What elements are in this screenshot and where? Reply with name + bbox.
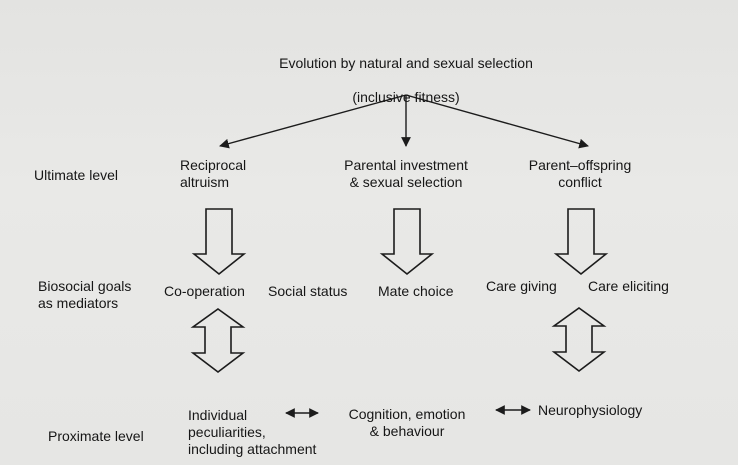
hollow-arrow-down-reciprocal (191, 208, 247, 276)
goal-cooperation: Co-operation (164, 283, 245, 299)
node-reciprocal-altruism: Reciprocal altruism (180, 157, 247, 190)
goal-mate-choice: Mate choice (378, 283, 454, 299)
branch-arrows (219, 94, 589, 149)
level-label-ultimate: Ultimate level (34, 167, 119, 183)
goal-care-giving: Care giving (486, 278, 557, 294)
hollow-arrow-down-conflict (553, 208, 609, 276)
hollow-double-arrow-cooperation (190, 308, 246, 374)
top-node-subtitle: (inclusive fitness) (352, 89, 460, 105)
top-node-title: Evolution by natural and sexual selectio… (279, 55, 533, 71)
node-cognition-emotion: Cognition, emotion & behaviour (348, 406, 466, 439)
goal-care-eliciting: Care eliciting (588, 278, 669, 294)
node-parent-offspring-conflict: Parent–offspring conflict (528, 157, 632, 190)
hollow-double-arrow-care (551, 307, 607, 373)
branch-arrow-reciprocal (219, 94, 407, 149)
node-neurophysiology: Neurophysiology (538, 402, 643, 418)
node-individual-peculiarities: Individual peculiarities, including atta… (188, 407, 317, 457)
hollow-arrow-down-parental (379, 208, 435, 276)
level-label-proximate: Proximate level (48, 428, 144, 444)
node-parental-investment: Parental investment & sexual selection (344, 157, 468, 190)
goal-social-status: Social status (268, 283, 348, 299)
branch-arrow-conflict (405, 94, 589, 149)
top-node: Evolution by natural and sexual selectio… (279, 38, 533, 123)
level-label-biosocial: Biosocial goals as mediators (38, 278, 132, 311)
